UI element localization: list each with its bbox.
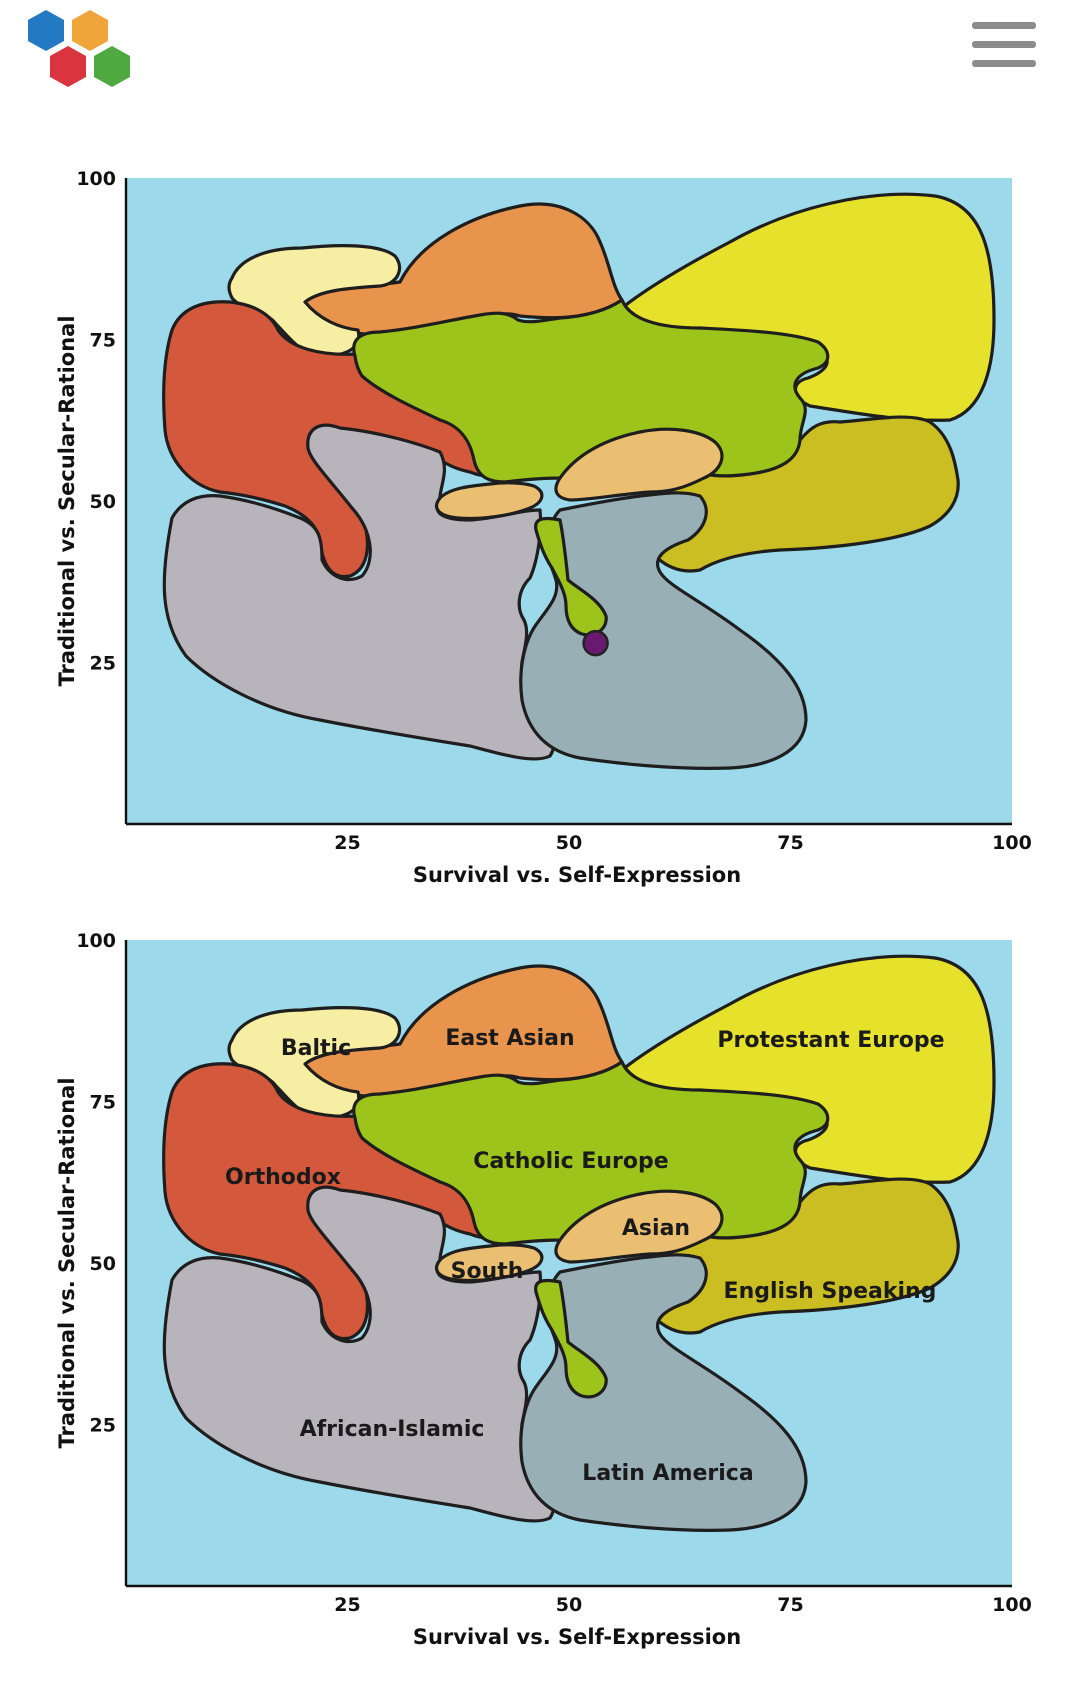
region-label-east-asian: East Asian (445, 1026, 574, 1051)
x-axis-label: Survival vs. Self-Expression (413, 863, 741, 887)
y-tick-label: 25 (90, 653, 116, 675)
region-south (435, 1243, 544, 1283)
x-tick-label: 100 (992, 832, 1032, 854)
data-point (582, 629, 609, 657)
region-latin-america (519, 491, 808, 770)
logo-hex-red (50, 46, 86, 87)
region-label-protestant-europe: Protestant Europe (717, 1028, 944, 1053)
region-catholic-stem (534, 1278, 608, 1399)
region-label-south: South (451, 1259, 524, 1284)
x-tick-label: 75 (777, 832, 803, 854)
x-tick-label: 25 (334, 1594, 360, 1616)
logo-hex-blue (28, 10, 64, 51)
y-tick-label: 75 (90, 330, 116, 352)
region-asian (554, 427, 724, 502)
region-label-english-speaking: English Speaking (724, 1279, 937, 1304)
y-tick-label: 50 (90, 1253, 116, 1275)
y-tick-label: 50 (90, 491, 116, 513)
hexagon-cluster-logo[interactable] (22, 4, 144, 96)
y-tick-label: 75 (90, 1092, 116, 1114)
y-tick-label: 100 (76, 168, 116, 190)
y-axis-label: Traditional vs. Secular-Rational (55, 315, 79, 686)
x-tick-label: 50 (556, 1594, 582, 1616)
region-catholic-stem (534, 516, 608, 637)
region-label-african-islamic: African-Islamic (300, 1417, 485, 1442)
region-label-latin-america: Latin America (582, 1461, 753, 1486)
menu-bar (972, 41, 1036, 48)
y-axis-label: Traditional vs. Secular-Rational (55, 1077, 79, 1448)
region-label-baltic: Baltic (281, 1036, 351, 1061)
region-label-orthodox: Orthodox (225, 1165, 341, 1190)
x-tick-label: 50 (556, 832, 582, 854)
x-tick-label: 100 (992, 1594, 1032, 1616)
y-tick-label: 100 (76, 930, 116, 952)
x-tick-label: 25 (334, 832, 360, 854)
region-label-asian: Asian (622, 1216, 690, 1241)
x-tick-label: 75 (777, 1594, 803, 1616)
hamburger-menu-icon[interactable] (972, 22, 1036, 78)
menu-bar (972, 22, 1036, 29)
region-asian (554, 1189, 724, 1264)
y-tick-label: 25 (90, 1415, 116, 1437)
region-latin-america (519, 1253, 808, 1532)
x-axis-label: Survival vs. Self-Expression (413, 1625, 741, 1649)
logo-hex-green (94, 46, 130, 87)
logo-hex-orange (72, 10, 108, 51)
region-south (435, 481, 544, 521)
menu-bar (972, 60, 1036, 67)
region-label-catholic-europe: Catholic Europe (473, 1149, 668, 1174)
